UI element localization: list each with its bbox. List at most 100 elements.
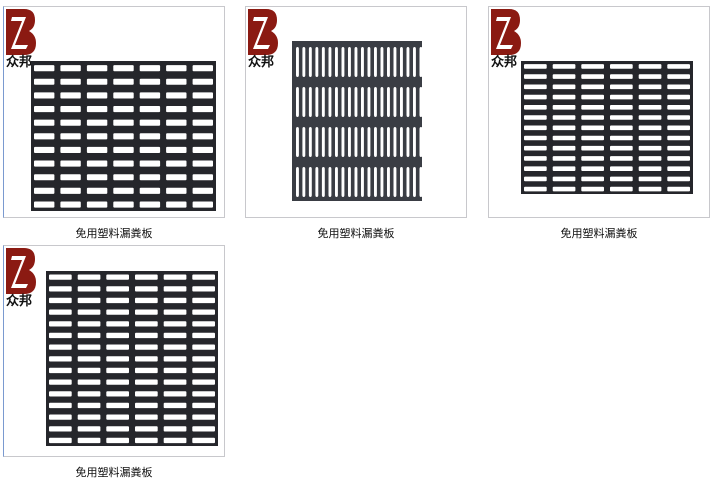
grate-slot bbox=[166, 106, 187, 113]
grate-slot bbox=[113, 187, 134, 194]
grate-slot bbox=[60, 201, 81, 208]
grate-slot bbox=[106, 332, 129, 339]
grate-slot bbox=[335, 127, 338, 157]
grate-slot bbox=[335, 167, 338, 197]
grate-slot bbox=[135, 391, 158, 397]
grate-slot bbox=[113, 92, 134, 99]
grate-slot bbox=[77, 367, 101, 374]
grate-slot bbox=[106, 402, 129, 409]
grate-slot bbox=[135, 321, 158, 327]
grate-slot bbox=[60, 106, 81, 113]
grate-slot bbox=[667, 145, 690, 151]
brand-logo-text: 众邦 bbox=[491, 55, 518, 70]
grate-slot bbox=[60, 78, 81, 85]
grate-slot bbox=[139, 146, 161, 153]
grate-slot bbox=[113, 119, 134, 126]
grate-slot bbox=[106, 344, 129, 350]
grate-slot bbox=[638, 186, 662, 192]
grate-slot bbox=[302, 167, 306, 197]
grate-slot bbox=[192, 274, 215, 280]
grate-slot bbox=[374, 47, 377, 77]
grate-slot bbox=[302, 127, 306, 157]
grate-slot bbox=[308, 87, 312, 117]
grate-slot bbox=[552, 94, 576, 100]
grate-slot bbox=[86, 78, 108, 85]
product-image[interactable]: 众邦 bbox=[488, 6, 710, 218]
grate-slot bbox=[166, 201, 187, 208]
grate-slot bbox=[419, 87, 422, 117]
grate-slot bbox=[367, 167, 371, 197]
grate-slot bbox=[354, 87, 358, 117]
grate-slot bbox=[406, 167, 410, 197]
grate-slot bbox=[49, 274, 72, 280]
grate-slot bbox=[524, 156, 547, 161]
grate-slot bbox=[49, 321, 72, 327]
grate-slot bbox=[638, 156, 662, 161]
grate-slot bbox=[192, 379, 215, 385]
product-image[interactable]: 众邦 bbox=[3, 6, 225, 218]
grate-slot bbox=[135, 426, 158, 432]
grate-slot bbox=[524, 64, 547, 69]
grate-slot bbox=[552, 115, 576, 120]
grate-slot bbox=[335, 47, 338, 77]
brand-logo-icon bbox=[248, 9, 278, 55]
brand-logo: 众邦 bbox=[491, 9, 527, 70]
grate-slot bbox=[113, 78, 134, 85]
grate-slot bbox=[667, 135, 690, 141]
brand-logo-text: 众邦 bbox=[6, 294, 33, 309]
product-caption[interactable]: 免用塑料漏粪板 bbox=[560, 227, 638, 240]
grate-slot bbox=[413, 127, 416, 157]
brand-logo: 众邦 bbox=[248, 9, 284, 70]
grate-slot bbox=[86, 201, 108, 208]
grate-slot bbox=[400, 127, 403, 157]
grate-slot bbox=[86, 146, 108, 153]
grate-slot bbox=[667, 156, 690, 161]
brand-logo-icon bbox=[491, 9, 521, 55]
grate-slot bbox=[321, 87, 325, 117]
grate-slot bbox=[610, 186, 633, 192]
grate-slot bbox=[296, 167, 299, 197]
grate-slot bbox=[113, 65, 134, 72]
grate-slot bbox=[581, 84, 604, 90]
grate-slot bbox=[192, 160, 213, 167]
grate-slot bbox=[139, 65, 161, 72]
grate-slot bbox=[581, 145, 604, 151]
grate-slot bbox=[667, 84, 690, 90]
grate-slot bbox=[552, 186, 576, 192]
grate-slot bbox=[77, 391, 101, 397]
brand-logo: 众邦 bbox=[6, 248, 42, 309]
grate-slot bbox=[354, 47, 358, 77]
product-caption[interactable]: 免用塑料漏粪板 bbox=[75, 466, 153, 479]
product-image[interactable]: 众邦 bbox=[3, 245, 225, 457]
grate-slot bbox=[192, 119, 213, 126]
grate-slot bbox=[348, 127, 351, 157]
brand-logo-icon bbox=[6, 9, 36, 55]
grate-slot bbox=[139, 106, 161, 113]
grate-slot bbox=[667, 186, 690, 192]
grate-slot bbox=[166, 174, 187, 181]
grate-slot bbox=[610, 94, 633, 100]
grate-slot bbox=[638, 115, 662, 120]
brand-logo: 众邦 bbox=[6, 9, 42, 70]
product-caption[interactable]: 免用塑料漏粪板 bbox=[75, 227, 153, 240]
grate-slot bbox=[34, 146, 55, 153]
grate-slot bbox=[581, 64, 604, 69]
grate-slot bbox=[524, 135, 547, 141]
grate-image bbox=[292, 41, 422, 201]
grate-slot bbox=[638, 135, 662, 141]
product-caption[interactable]: 免用塑料漏粪板 bbox=[317, 227, 395, 240]
grate-slot bbox=[308, 47, 312, 77]
grate-slot bbox=[106, 391, 129, 397]
grate-slot bbox=[374, 167, 377, 197]
grate-slot bbox=[49, 344, 72, 350]
grate-slot bbox=[166, 92, 187, 99]
grate-slot bbox=[163, 391, 187, 397]
brand-logo-text: 众邦 bbox=[248, 55, 275, 70]
grate-slot bbox=[106, 286, 129, 292]
grate-slot bbox=[610, 176, 633, 182]
grate-slot bbox=[49, 286, 72, 292]
product-image[interactable]: 众邦 bbox=[245, 6, 467, 218]
grate-slot bbox=[49, 379, 72, 385]
grate-slot bbox=[321, 47, 325, 77]
grate-slot bbox=[106, 414, 129, 420]
